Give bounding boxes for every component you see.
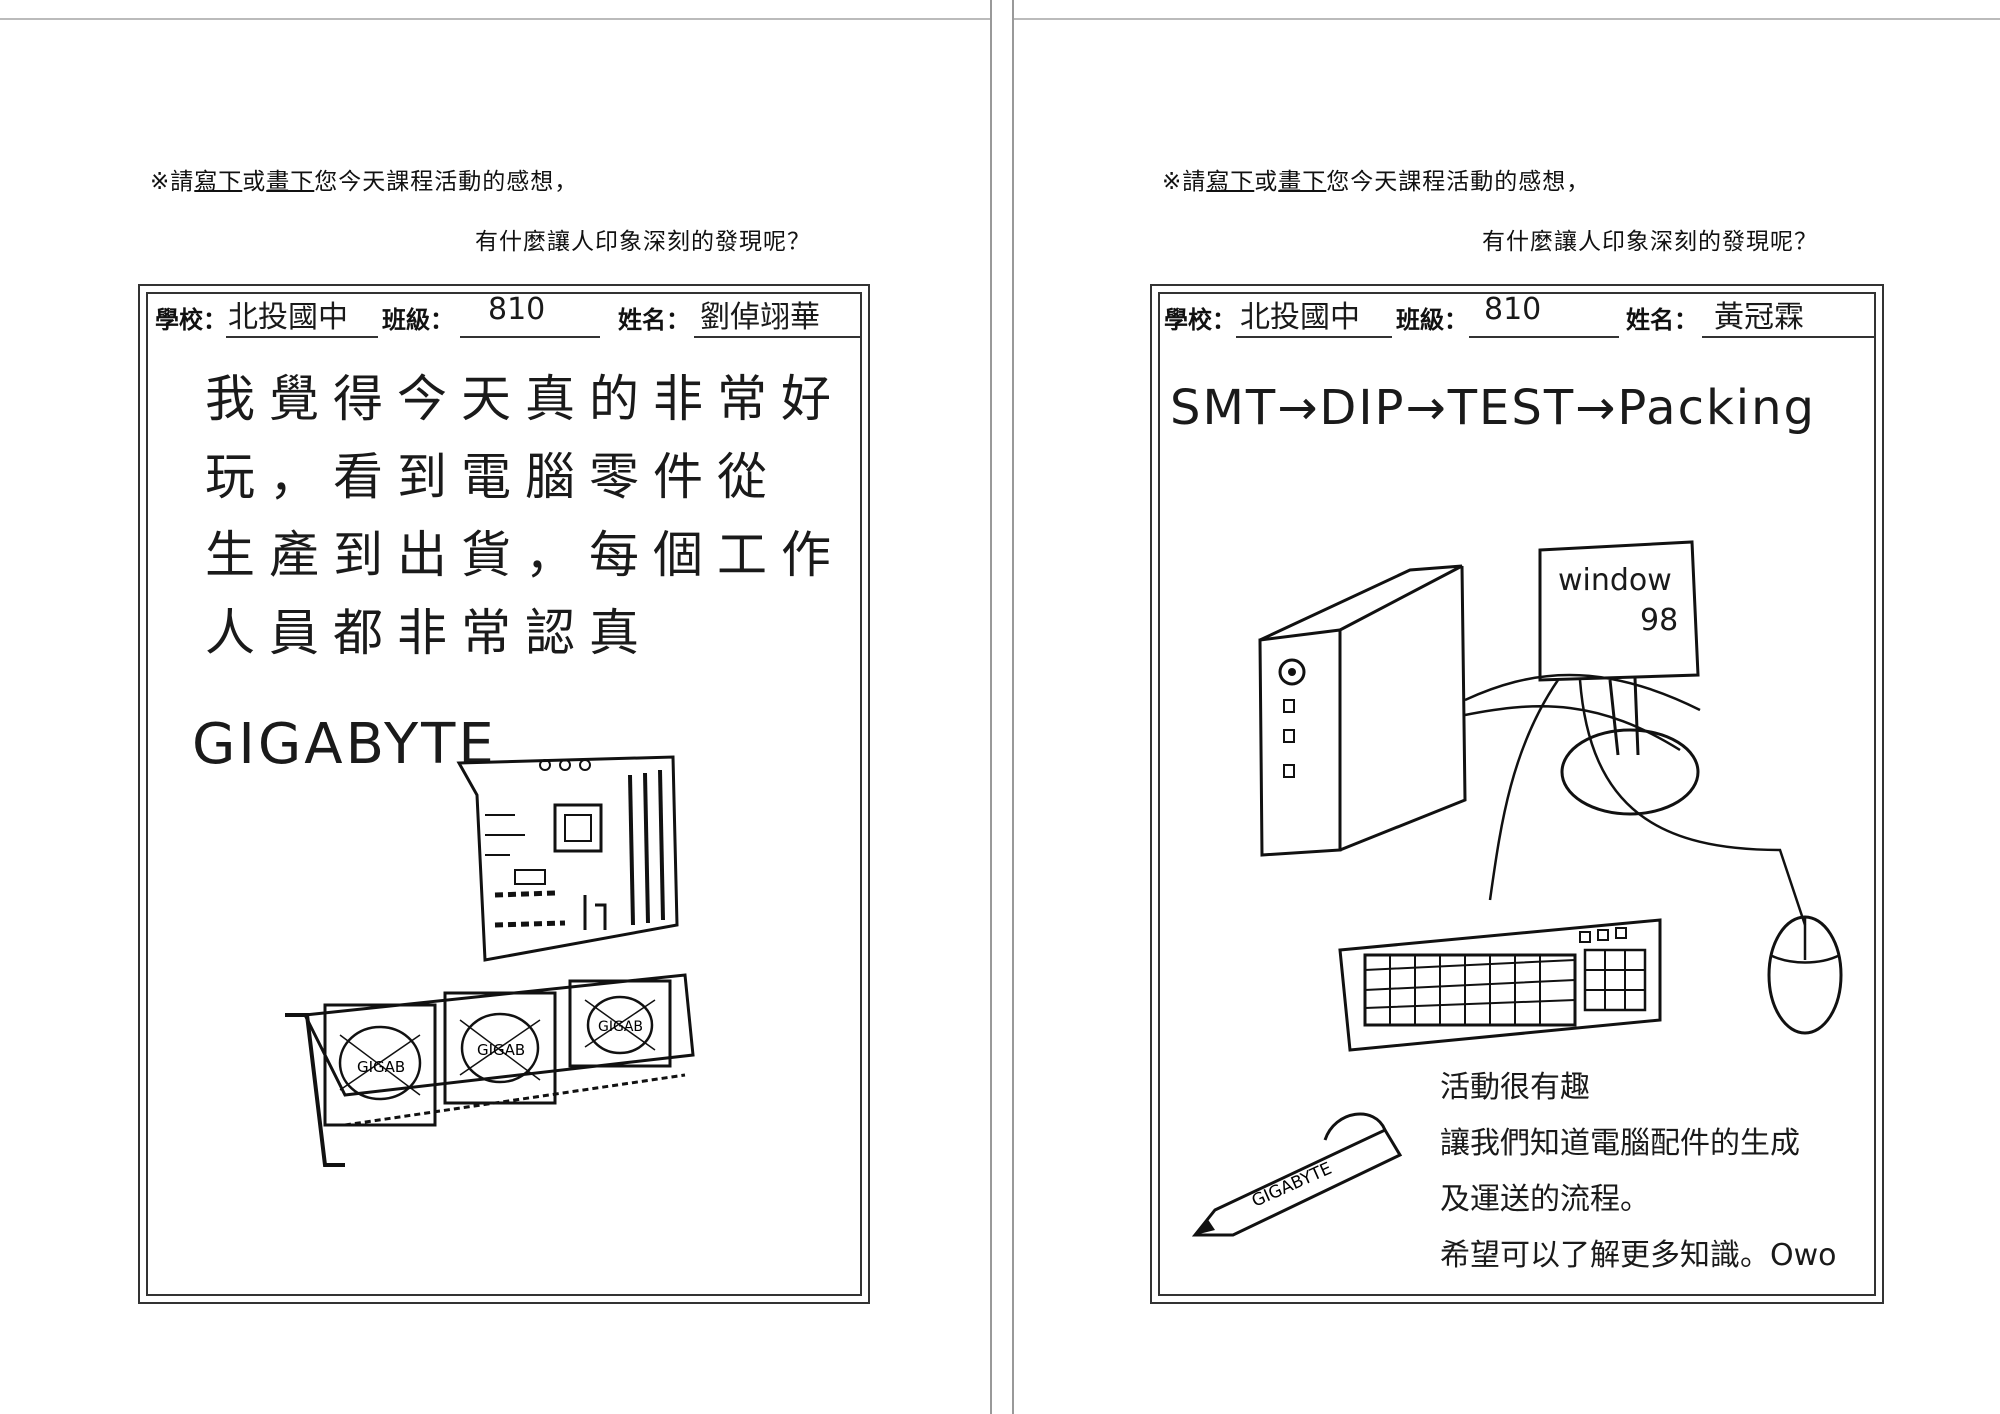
prompt-line-2: 有什麼讓人印象深刻的發現呢？ <box>1482 229 1818 255</box>
production-flow-text: SMT→DIP→TEST→Packing <box>1170 380 1816 436</box>
fan-label-3: GIGAB <box>598 1019 643 1035</box>
gigabyte-heading: GIGABYTE <box>192 712 497 777</box>
activity-note: 活動很有趣 讓我們知道電腦配件的生成 及運送的流程。 希望可以了解更多知識。Ow… <box>1440 1070 1837 1273</box>
prompt-line-2: 有什麼讓人印象深刻的發現呢？ <box>475 229 811 255</box>
class-value: 810 <box>1484 292 1542 327</box>
name-label: 姓名： <box>1626 306 1698 334</box>
right-worksheet: ※請寫下或畫下您今天課程活動的感想， 有什麼讓人印象深刻的發現呢？ 學校： 北投… <box>1012 0 2000 1414</box>
graphics-card-drawing: GIGAB GIGAB GIGAB <box>285 973 695 1167</box>
pen-drawing: GIGABYTE <box>1191 1112 1403 1237</box>
class-label: 班級： <box>382 306 454 334</box>
name-value: 劉倬翊華 <box>700 300 820 335</box>
sheet-edge <box>1014 18 2000 20</box>
prompt-line-1: ※請寫下或畫下您今天課程活動的感想， <box>150 169 579 195</box>
answer-frame <box>1150 284 1884 1304</box>
school-label: 學校： <box>1164 306 1236 334</box>
left-worksheet: ※請寫下或畫下您今天課程活動的感想， 有什麼讓人印象深刻的發現呢？ 學校： 北投… <box>0 0 992 1414</box>
computer-drawing <box>1258 540 1843 1052</box>
fan-label-2: GIGAB <box>477 1041 525 1059</box>
school-label: 學校： <box>155 306 227 334</box>
sheet-edge <box>0 18 990 20</box>
name-label: 姓名： <box>618 306 690 334</box>
class-label: 班級： <box>1396 306 1468 334</box>
answer-frame <box>138 284 870 1304</box>
fan-label-1: GIGAB <box>357 1058 405 1076</box>
school-value: 北投國中 <box>228 300 348 335</box>
motherboard-drawing <box>456 755 679 962</box>
name-value: 黃冠霖 <box>1714 300 1804 335</box>
monitor-text-line-1: window <box>1558 563 1672 598</box>
essay-text: 我覺得今天真的非常好 玩，看到電腦零件從 生產到出貨，每個工作 人員都非常認真 <box>205 370 845 662</box>
school-value: 北投國中 <box>1240 300 1360 335</box>
monitor-text-line-2: 98 <box>1640 603 1679 638</box>
pen-brand-label: GIGABYTE <box>1249 1159 1335 1212</box>
class-value: 810 <box>488 292 546 327</box>
prompt-line-1: ※請寫下或畫下您今天課程活動的感想， <box>1162 169 1591 195</box>
